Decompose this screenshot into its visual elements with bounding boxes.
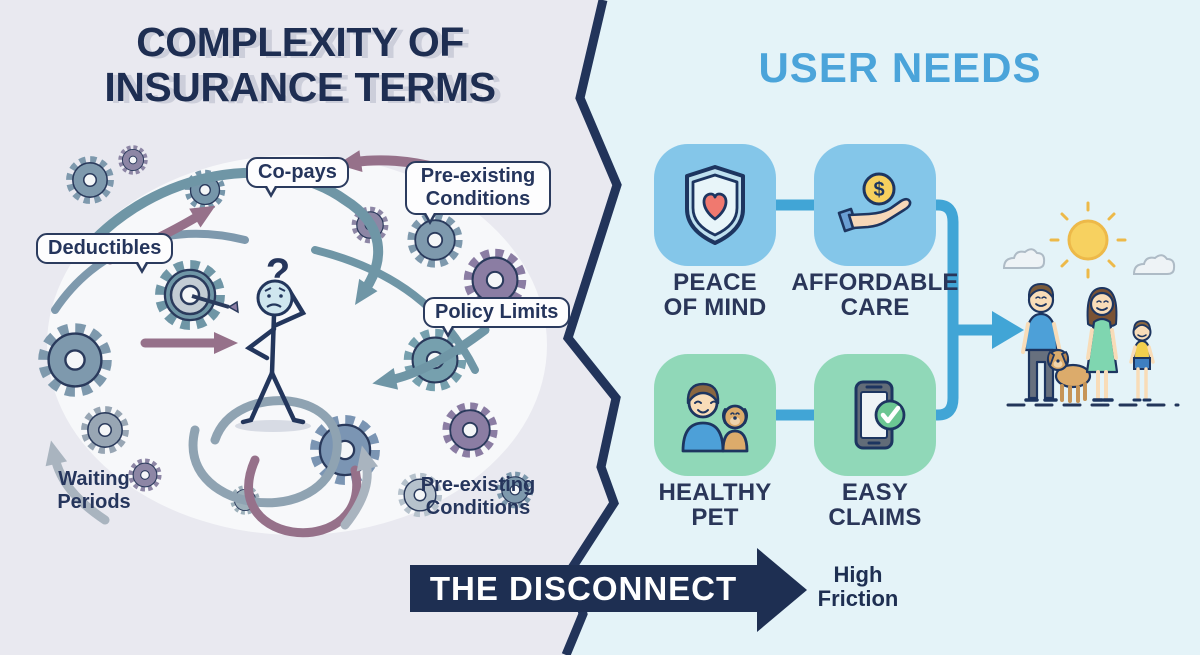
target-center: [179, 284, 201, 306]
tile-easy-claims: [814, 354, 936, 476]
need-label-affordable-care: AFFORDABLE CARE: [791, 269, 959, 322]
phone-check-icon: [854, 380, 906, 450]
shield-heart-icon: [685, 165, 745, 245]
curved-arrow: [45, 440, 110, 525]
tangle-loop: [244, 455, 362, 538]
confused-person: ?: [235, 251, 311, 432]
cloud-icon: [1002, 248, 1046, 269]
person-frown: [266, 303, 282, 308]
father-figure: [1021, 282, 1062, 402]
dollar-sign: $: [873, 179, 884, 201]
happy-family-illustration: [1002, 201, 1180, 407]
person-leg-left: [240, 370, 275, 425]
disconnect-banner-bar: [410, 565, 757, 612]
tile-affordable-care: $: [814, 144, 936, 266]
page-title-left: COMPLEXITY OF INSURANCE TERMS: [104, 19, 496, 111]
label-co-pays: Co-pays: [246, 157, 349, 198]
need-label-healthy-pet: HEALTHY PET: [658, 479, 772, 532]
dog-figure: [1046, 348, 1096, 403]
sun-icon: [1049, 201, 1127, 279]
connector-vertical: [936, 199, 959, 421]
label-policy-limits: Policy Limits: [423, 297, 571, 338]
person-brows: [264, 287, 286, 292]
person-arm-hip: [244, 326, 277, 361]
label-waiting-periods: Waiting Periods: [57, 468, 131, 513]
high-friction-note: High Friction: [817, 562, 899, 612]
person-eye: [267, 294, 271, 298]
disconnect-banner-label: THE DISCONNECT: [429, 570, 738, 607]
person-shadow: [235, 420, 311, 432]
gears-cluster: [45, 148, 531, 513]
tile-peace-of-mind: [654, 144, 776, 266]
mother-figure: [1085, 286, 1119, 402]
label-deductibles: Deductibles: [36, 233, 174, 274]
person-eye: [279, 294, 283, 298]
label-pre-existing-conditions-top: Pre-existing Conditions: [405, 161, 551, 225]
curved-arrow: [372, 325, 490, 390]
disconnect-banner-arrowhead: [757, 548, 807, 632]
label-pre-existing-conditions-bottom: Pre-existing Conditions: [420, 474, 536, 519]
hand-coin-icon: $: [837, 172, 912, 233]
curved-arrow: [340, 445, 379, 530]
connector-arrowhead: [992, 311, 1024, 349]
person-dog-icon: [681, 382, 749, 453]
cloud-icon: [1132, 254, 1176, 275]
need-label-peace-of-mind: PEACE OF MIND: [663, 269, 767, 322]
tile-healthy-pet: [654, 354, 776, 476]
boy-figure: [1129, 320, 1155, 402]
dart-icon: [191, 294, 230, 309]
need-label-easy-claims: EASY CLAIMS: [828, 479, 922, 532]
person-arm-scratching: [271, 287, 307, 329]
person-leg-right: [269, 370, 306, 425]
left-panel-title: COMPLEXITY OF INSURANCE TERMS: [40, 19, 560, 111]
dart-flight: [227, 300, 239, 314]
page-title-right: USER NEEDS: [758, 44, 1042, 91]
